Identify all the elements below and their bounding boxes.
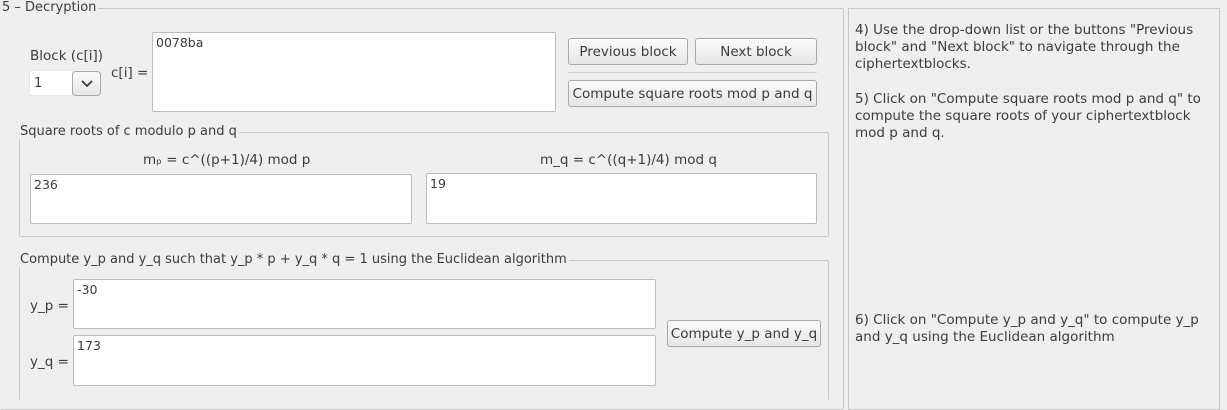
block-label: Block (c[i]) (30, 48, 104, 64)
help-step-4: 4) Use the drop-down list or the buttons… (855, 22, 1194, 72)
chevron-down-icon (80, 79, 93, 87)
square-roots-title: Square roots of c modulo p and q (18, 124, 239, 139)
ci-label: c[i] = (111, 65, 149, 81)
mq-value-field[interactable]: 19 (426, 173, 817, 224)
block-spinbox[interactable]: 1 (29, 70, 73, 96)
next-block-button[interactable]: Next block (695, 38, 817, 65)
ci-value-field[interactable]: 0078ba (152, 32, 556, 112)
button-separator (568, 72, 817, 73)
mp-value-field[interactable]: 236 (30, 174, 412, 224)
square-roots-group (19, 132, 829, 237)
mp-label: mₚ = c^((p+1)/4) mod p (143, 152, 311, 168)
mq-label: m_q = c^((q+1)/4) mod q (540, 152, 717, 168)
yq-value-field[interactable]: 173 (73, 335, 656, 386)
yp-value-field[interactable]: -30 (73, 279, 656, 329)
compute-square-roots-button[interactable]: Compute square roots mod p and q (568, 80, 817, 107)
euclid-title: Compute y_p and y_q such that y_p * p + … (18, 252, 569, 267)
yp-label: y_p = (30, 298, 69, 314)
block-dropdown-button[interactable] (72, 71, 101, 96)
previous-block-button[interactable]: Previous block (568, 38, 688, 65)
yq-label: y_q = (30, 354, 69, 370)
help-step-6: 6) Click on "Compute y_p and y_q" to com… (855, 312, 1199, 345)
decryption-title: 5 – Decryption (0, 0, 99, 15)
compute-yp-yq-button[interactable]: Compute y_p and y_q (667, 320, 821, 347)
block-spinbox-value[interactable]: 1 (34, 76, 43, 91)
help-step-5: 5) Click on "Compute square roots mod p … (855, 91, 1201, 141)
